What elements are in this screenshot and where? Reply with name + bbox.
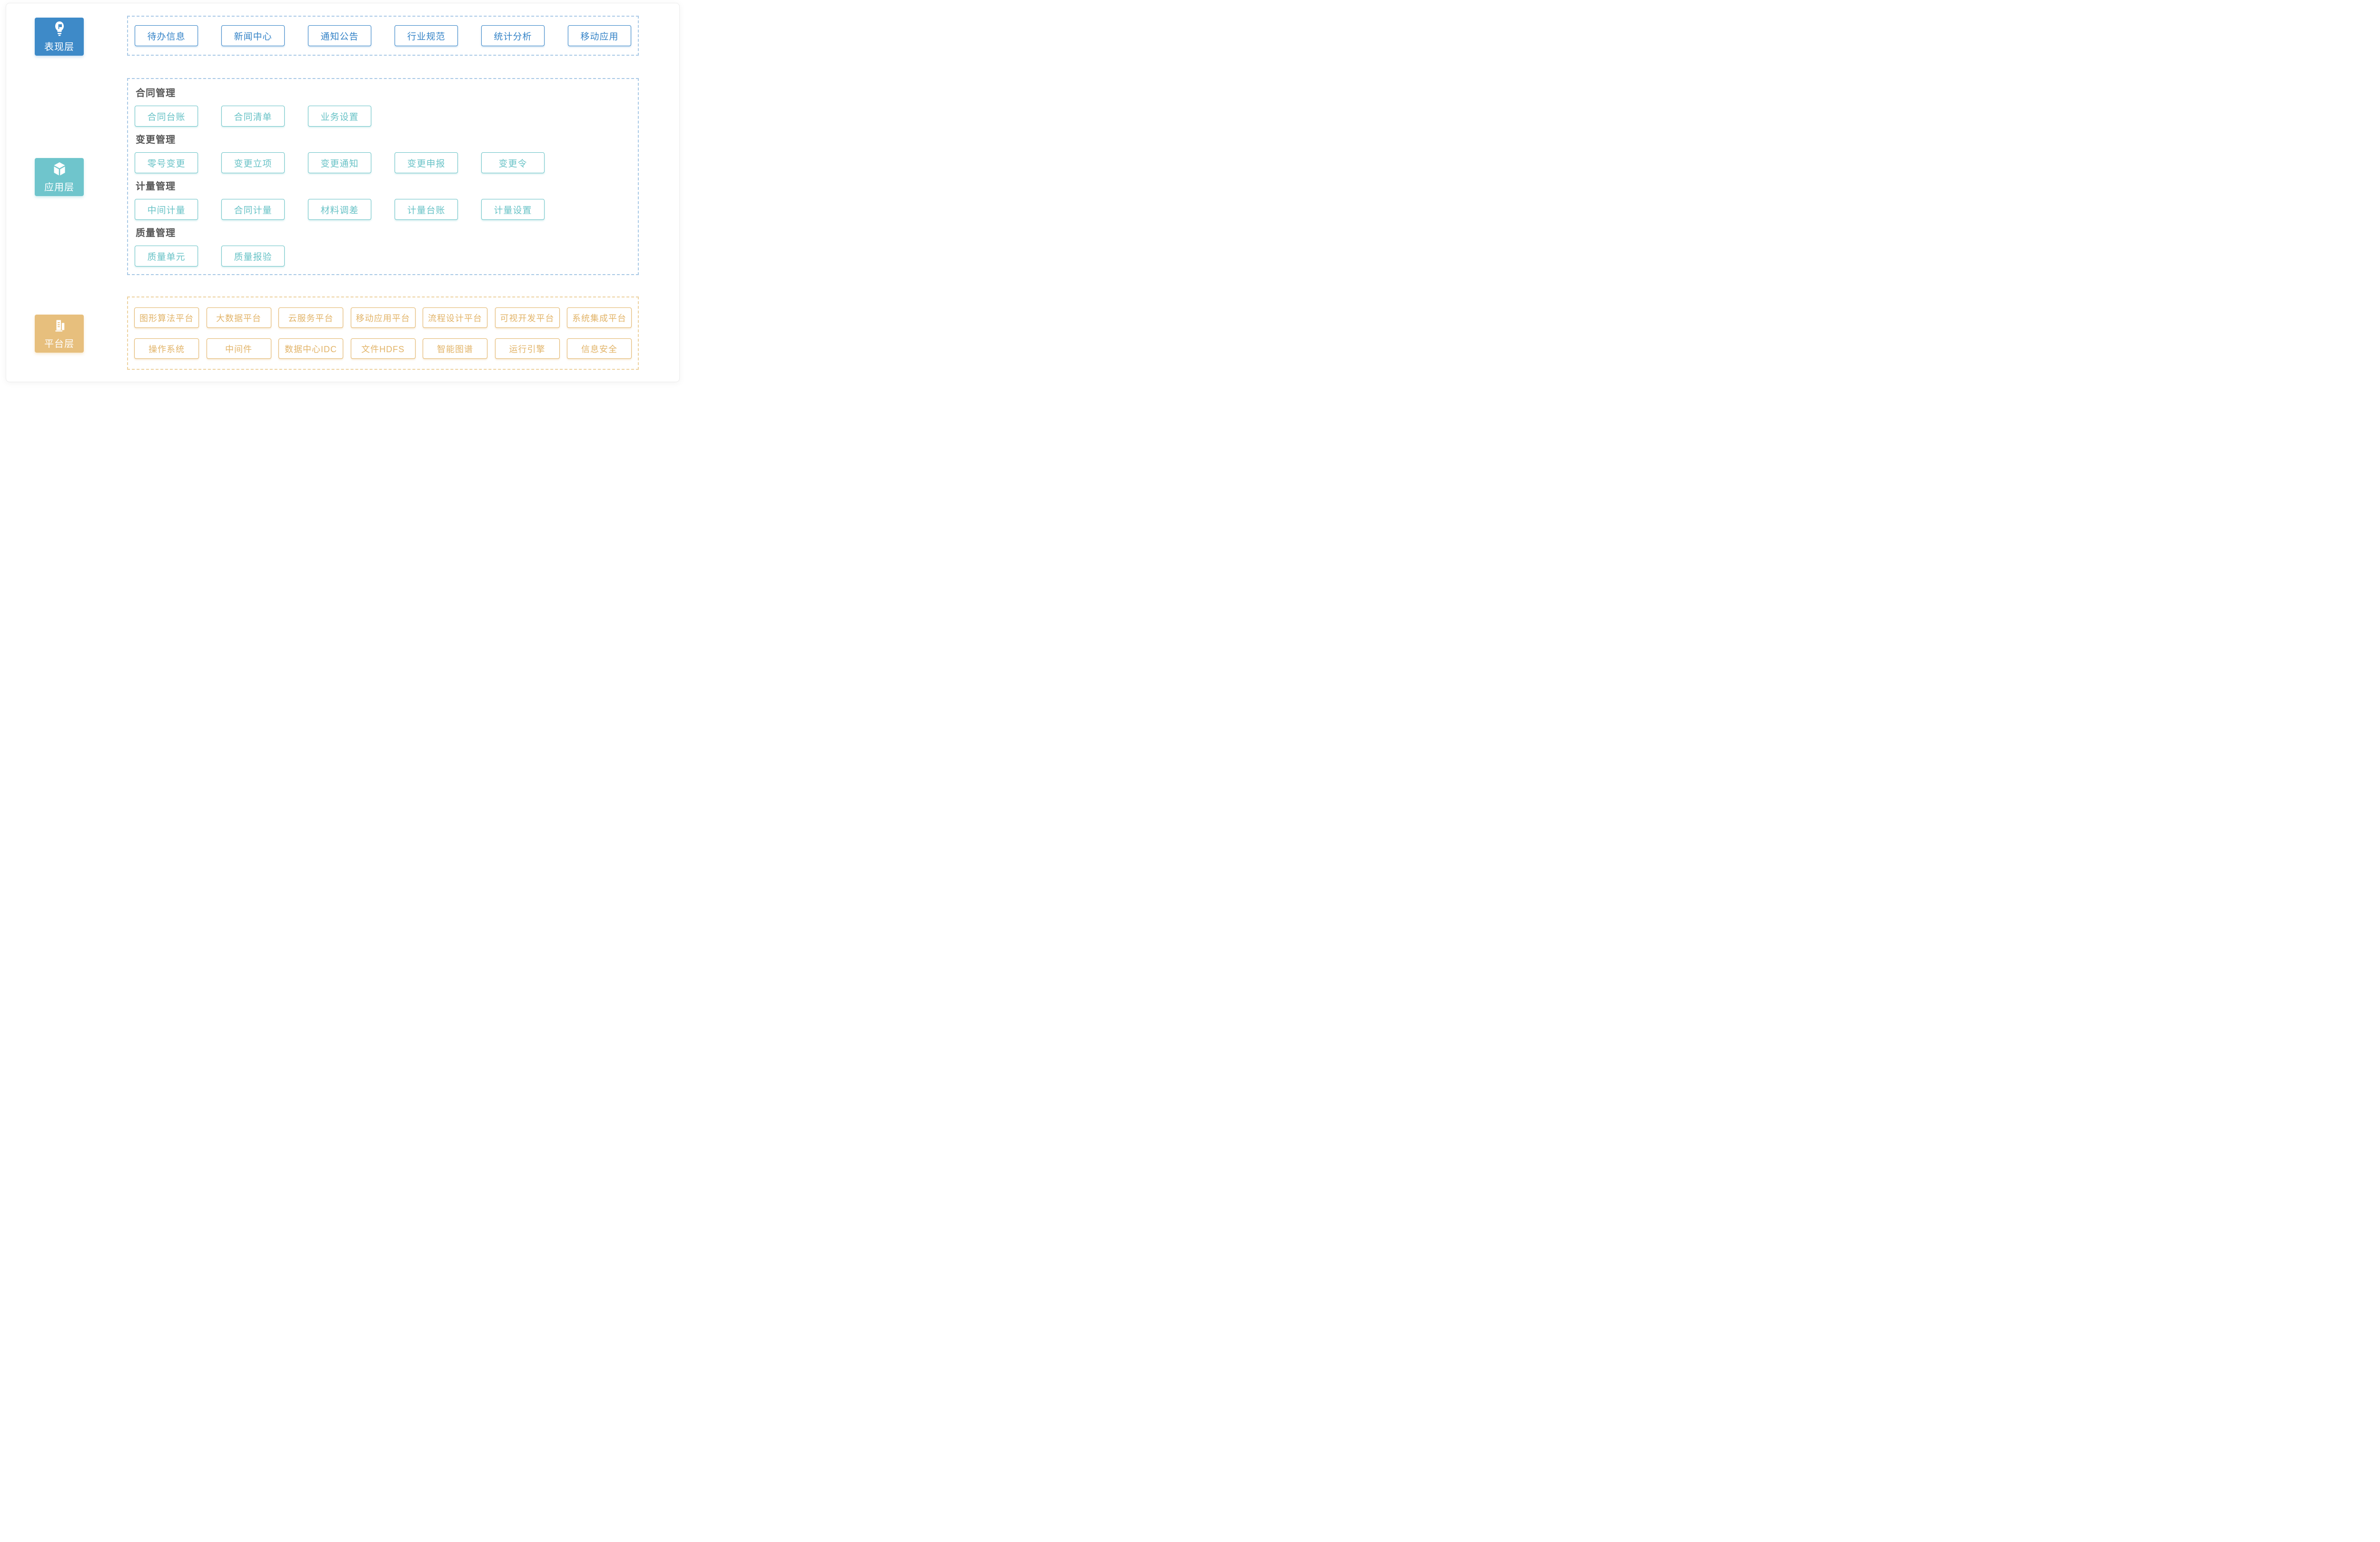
module-group: 合同管理 合同台账 合同清单 业务设置 — [135, 87, 631, 127]
application-module-button[interactable]: 变更令 — [481, 152, 545, 173]
platform-row-1: 图形算法平台 大数据平台 云服务平台 移动应用平台 流程设计平台 可视开发平台 … — [134, 307, 632, 328]
group-title: 合同管理 — [136, 88, 176, 99]
presentation-module-button[interactable]: 行业规范 — [395, 25, 458, 46]
platform-module-button[interactable]: 信息安全 — [567, 338, 632, 359]
presentation-module-button[interactable]: 新闻中心 — [221, 25, 285, 46]
application-module-button[interactable]: 计量设置 — [481, 199, 545, 220]
platform-row-2: 操作系统 中间件 数据中心IDC 文件HDFS 智能图谱 运行引擎 信息安全 — [134, 338, 632, 359]
platform-module-button[interactable]: 运行引擎 — [495, 338, 560, 359]
module-group: 计量管理 中间计量 合同计量 材料调差 计量台账 计量设置 — [135, 180, 631, 220]
application-module-button[interactable]: 质量报验 — [221, 246, 285, 267]
platform-module-button[interactable]: 移动应用平台 — [350, 307, 416, 328]
lightbulb-flag-icon — [52, 21, 67, 36]
group-title: 计量管理 — [136, 181, 176, 192]
cube-icon — [52, 161, 67, 177]
platform-module-button[interactable]: 中间件 — [206, 338, 271, 359]
presentation-module-button[interactable]: 统计分析 — [481, 25, 545, 46]
platform-module-button[interactable]: 系统集成平台 — [567, 307, 632, 328]
platform-module-button[interactable]: 智能图谱 — [423, 338, 487, 359]
platform-modules-panel: 图形算法平台 大数据平台 云服务平台 移动应用平台 流程设计平台 可视开发平台 … — [127, 297, 639, 370]
platform-module-button[interactable]: 云服务平台 — [278, 307, 343, 328]
platform-module-button[interactable]: 操作系统 — [134, 338, 199, 359]
platform-module-button[interactable]: 图形算法平台 — [134, 307, 199, 328]
layer-box-presentation: 表现层 — [35, 18, 84, 56]
application-module-button[interactable]: 变更申报 — [395, 152, 458, 173]
application-module-button[interactable]: 质量单元 — [135, 246, 198, 267]
presentation-module-button[interactable]: 通知公告 — [308, 25, 371, 46]
application-modules-panel: 合同管理 合同台账 合同清单 业务设置 变更管理 零号变更 — [127, 78, 639, 275]
layer-application-label: 应用层 — [44, 182, 74, 193]
layer-presentation-label: 表现层 — [44, 41, 74, 52]
application-module-button[interactable]: 零号变更 — [135, 152, 198, 173]
group-module-row: 质量单元 质量报验 — [135, 246, 631, 267]
group-module-row: 零号变更 变更立项 变更通知 变更申报 变更令 — [135, 152, 631, 173]
layer-box-application: 应用层 — [35, 158, 84, 196]
application-module-button[interactable]: 合同清单 — [221, 106, 285, 127]
group-module-row: 中间计量 合同计量 材料调差 计量台账 计量设置 — [135, 199, 631, 220]
group-title: 质量管理 — [136, 228, 176, 238]
platform-module-button[interactable]: 可视开发平台 — [495, 307, 560, 328]
platform-module-button[interactable]: 流程设计平台 — [423, 307, 487, 328]
application-module-button[interactable]: 计量台账 — [395, 199, 458, 220]
buildings-icon — [52, 318, 67, 333]
group-title: 变更管理 — [136, 135, 176, 145]
application-module-button[interactable]: 合同台账 — [135, 106, 198, 127]
group-module-row: 合同台账 合同清单 业务设置 — [135, 106, 631, 127]
module-group: 质量管理 质量单元 质量报验 — [135, 227, 631, 267]
application-module-button[interactable]: 变更立项 — [221, 152, 285, 173]
presentation-modules-panel: 待办信息 新闻中心 通知公告 行业规范 统计分析 移动应用 — [127, 16, 639, 56]
layer-box-platform: 平台层 — [35, 315, 84, 353]
presentation-module-button[interactable]: 待办信息 — [135, 25, 198, 46]
application-module-button[interactable]: 合同计量 — [221, 199, 285, 220]
application-module-button[interactable]: 中间计量 — [135, 199, 198, 220]
platform-module-button[interactable]: 文件HDFS — [350, 338, 416, 359]
architecture-diagram-card: 表现层 应用层 平台层 待办信息 — [6, 3, 680, 382]
module-group: 变更管理 零号变更 变更立项 变更通知 变更申报 变更令 — [135, 134, 631, 173]
application-module-button[interactable]: 材料调差 — [308, 199, 371, 220]
platform-module-button[interactable]: 大数据平台 — [206, 307, 271, 328]
layer-platform-label: 平台层 — [44, 338, 74, 349]
platform-module-button[interactable]: 数据中心IDC — [278, 338, 343, 359]
presentation-module-button[interactable]: 移动应用 — [568, 25, 631, 46]
application-module-button[interactable]: 变更通知 — [308, 152, 371, 173]
application-module-button[interactable]: 业务设置 — [308, 106, 371, 127]
